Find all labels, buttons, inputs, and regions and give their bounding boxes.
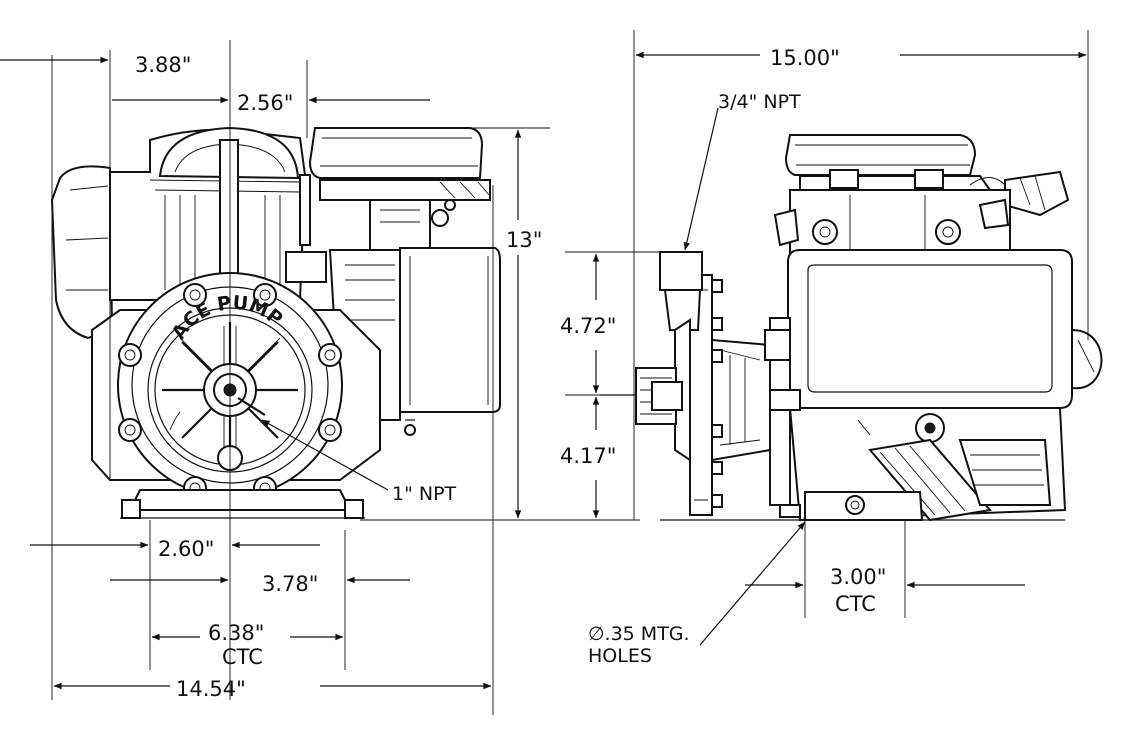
dim-6-38-ctc: CTC <box>222 645 263 669</box>
dim-2-56: 2.56" <box>237 91 293 115</box>
dim-4-17: 4.17" <box>560 444 616 468</box>
callout-one-inch-npt: 1" NPT <box>392 483 457 505</box>
dimension-labels: 3.88" 2.56" 15.00" 13" 4.72" 4.17" 2.60"… <box>135 46 886 701</box>
callout-mounting-holes-line2: HOLES <box>588 645 652 667</box>
dim-3-00: 3.00" <box>830 565 886 589</box>
dim-3-00-ctc: CTC <box>835 592 876 616</box>
dimension-lines <box>0 30 1089 715</box>
dim-6-38: 6.38" <box>208 621 264 645</box>
callout-mounting-holes-line1: ∅.35 MTG. <box>588 623 690 645</box>
callout-labels: 3/4" NPT 1" NPT ∅.35 MTG. HOLES <box>392 91 801 667</box>
dim-4-72: 4.72" <box>560 314 616 338</box>
dim-13: 13" <box>506 228 542 252</box>
dim-2-60: 2.60" <box>158 537 214 561</box>
front-view: ACE PUMP <box>50 126 501 519</box>
side-view <box>600 134 1103 522</box>
dim-3-78: 3.78" <box>262 572 318 596</box>
dim-14-54: 14.54" <box>176 677 246 701</box>
callout-three-quarter-npt: 3/4" NPT <box>718 91 801 113</box>
dim-3-88: 3.88" <box>135 53 191 77</box>
dim-15-00: 15.00" <box>770 46 840 70</box>
